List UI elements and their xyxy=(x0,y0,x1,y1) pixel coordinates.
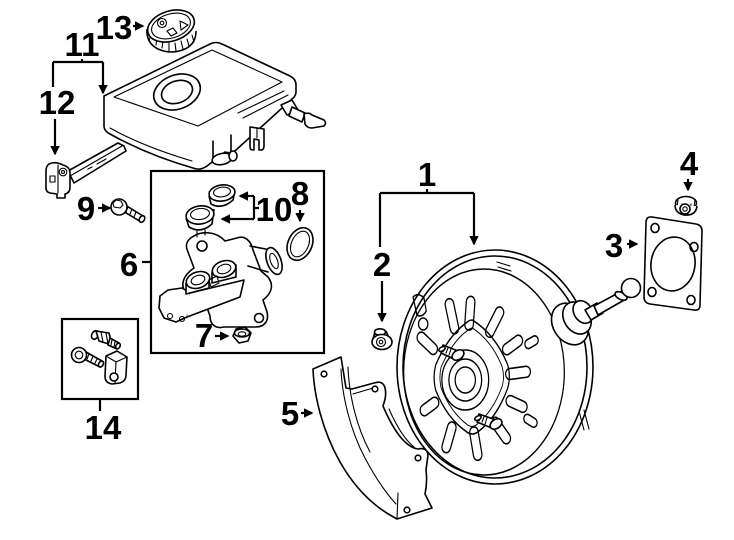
callout-13-number[interactable]: 13 xyxy=(96,9,133,46)
callout-7-number[interactable]: 7 xyxy=(195,317,213,354)
reservoir-mounting-bracket-illustration xyxy=(45,142,127,199)
callout-4-number[interactable]: 4 xyxy=(680,145,699,182)
callout-12-number[interactable]: 12 xyxy=(39,84,76,121)
booster-mounting-studs xyxy=(438,344,503,431)
callout-2-number[interactable]: 2 xyxy=(373,246,391,283)
callout-1: 1 xyxy=(378,156,479,247)
callout-10: 10 xyxy=(220,191,293,228)
o-ring-seal-illustration xyxy=(286,226,314,262)
callouts-layer: 1 2 3 4 5 6 7 8 xyxy=(39,9,699,446)
callout-3: 3 xyxy=(605,227,639,264)
callout-2: 2 xyxy=(373,246,391,323)
reservoir-side-fitting xyxy=(280,99,327,129)
callout-11: 11 xyxy=(51,26,108,95)
callout-7: 7 xyxy=(195,317,230,354)
callout-9: 9 xyxy=(77,190,112,227)
callout-14-number[interactable]: 14 xyxy=(85,409,122,446)
callout-6-number[interactable]: 6 xyxy=(120,246,138,283)
hardware-kit-box xyxy=(60,317,140,401)
booster-gasket-illustration xyxy=(643,216,703,311)
master-cylinder-illustration xyxy=(158,231,283,329)
callout-5: 5 xyxy=(281,395,314,432)
reservoir-cap-illustration xyxy=(146,9,197,53)
callout-9-number[interactable]: 9 xyxy=(77,190,95,227)
flange-nut-4-illustration xyxy=(674,195,698,216)
booster-pushrod-illustration xyxy=(550,277,642,346)
sensor-hardware-kit-illustration xyxy=(70,329,128,385)
callout-8-number[interactable]: 8 xyxy=(291,175,309,212)
reservoir-outlet-ports xyxy=(211,126,265,166)
booster-d-hole xyxy=(412,293,427,317)
reservoir-filler-neck xyxy=(152,73,202,111)
cap-symbols xyxy=(156,17,189,37)
brake-booster-illustration xyxy=(396,249,642,485)
callout-6: 6 xyxy=(120,246,151,283)
reservoir-screw-illustration xyxy=(110,198,146,224)
flange-nut-2-illustration xyxy=(371,327,393,351)
callout-5-number[interactable]: 5 xyxy=(281,395,299,432)
callout-1-bracket xyxy=(378,189,474,247)
callout-10-number[interactable]: 10 xyxy=(256,191,293,228)
callout-11-number[interactable]: 11 xyxy=(65,26,100,63)
brake-fluid-reservoir-illustration xyxy=(103,41,327,170)
callout-11-bracket xyxy=(51,59,103,87)
callout-12: 12 xyxy=(39,84,76,156)
master-cylinder-ports xyxy=(185,259,237,295)
callout-3-number[interactable]: 3 xyxy=(605,227,623,264)
master-cylinder-nut-illustration xyxy=(232,326,252,344)
callout-8: 8 xyxy=(291,175,309,223)
callout-4: 4 xyxy=(680,145,699,192)
reservoir-grommet-caps-illustration xyxy=(185,184,236,238)
callout-14: 14 xyxy=(85,400,122,446)
callout-1-number[interactable]: 1 xyxy=(418,156,436,193)
callout-10-bracket xyxy=(252,196,259,219)
callout-13: 13 xyxy=(96,9,145,46)
